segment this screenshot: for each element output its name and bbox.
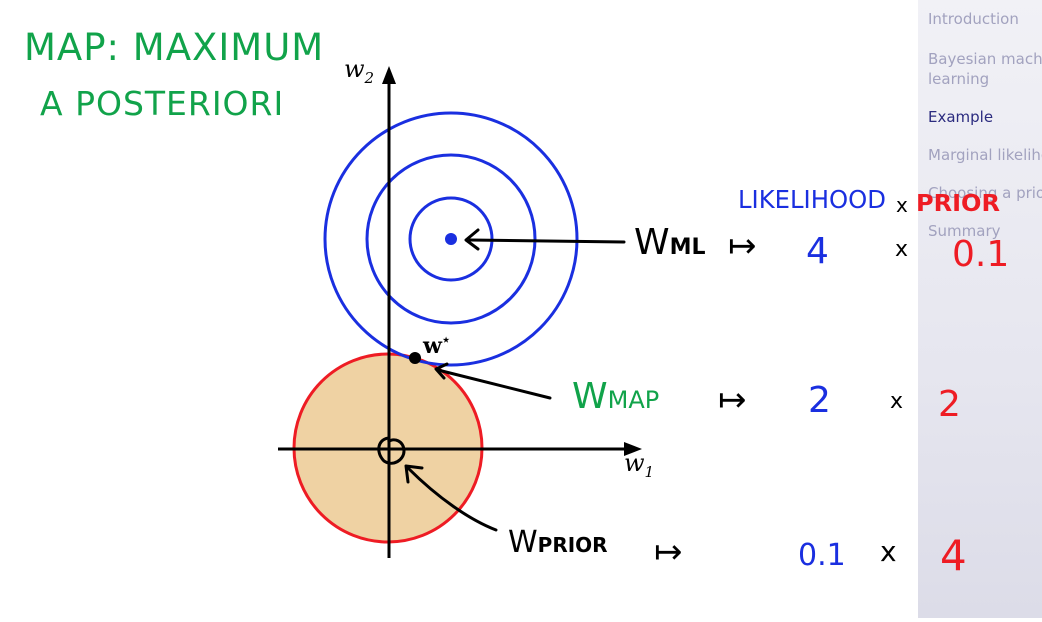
sidebar-item-marginal-likelihood[interactable]: Marginal likelihood [928, 146, 1042, 164]
slide-canvas: MAP: MAXIMUM A POSTERIORI w2 w1 w⋆ LIKEL… [24, 26, 908, 573]
w-star-label: w⋆ [422, 333, 450, 359]
row-prior-label: WPRIOR [508, 525, 608, 560]
row-map-times: x [890, 389, 903, 414]
header-times: x [896, 193, 908, 217]
sidebar-item-bayesian-ml-line2: learning [928, 70, 990, 88]
likelihood-contour-middle [365, 153, 537, 325]
w-star-point [409, 352, 421, 364]
title-line-1: MAP: MAXIMUM [24, 26, 324, 69]
x-axis-label: w1 [624, 449, 654, 481]
sidebar-nav: Introduction Bayesian machine learning E… [918, 0, 1042, 618]
arrow-to-map [436, 368, 552, 400]
sidebar-item-bayesian-ml[interactable]: Bayesian machine learning [928, 49, 1042, 89]
row-map-arrow: ↦ [718, 380, 747, 420]
row-ml-arrow: ↦ [728, 226, 757, 266]
arrow-to-ml-head [464, 228, 480, 251]
sidebar-item-example[interactable]: Example [928, 108, 994, 126]
arrow-to-prior-head [404, 464, 424, 484]
row-ml-times: x [895, 237, 908, 262]
row-ml-likelihood: 4 [806, 231, 829, 272]
likelihood-contour-outer [323, 111, 579, 367]
ml-point [445, 233, 457, 245]
row-map-likelihood: 2 [808, 380, 831, 421]
sidebar-item-introduction[interactable]: Introduction [928, 10, 1019, 28]
row-prior-arrow: ↦ [654, 532, 683, 572]
sidebar-item-choosing-prior[interactable]: Choosing a prior [928, 184, 1042, 202]
title-line-2: A POSTERIORI [40, 84, 284, 123]
row-map-label: WMAP [572, 376, 659, 417]
x-axis-arrowhead [624, 442, 642, 456]
row-prior-times: x [880, 535, 897, 568]
header-likelihood: LIKELIHOOD [738, 185, 886, 214]
diagram-svg: MAP: MAXIMUM A POSTERIORI w2 w1 w⋆ LIKEL… [24, 26, 908, 573]
arrow-to-map-head [434, 362, 449, 380]
sidebar-item-summary[interactable]: Summary [928, 222, 1001, 240]
row-prior-likelihood: 0.1 [798, 538, 846, 573]
arrow-to-ml [468, 238, 626, 244]
sidebar-item-bayesian-ml-line1: Bayesian machine [928, 50, 1042, 68]
y-axis-arrowhead [382, 66, 396, 84]
prior-mode-marker [377, 436, 406, 465]
y-axis-label: w2 [344, 55, 374, 87]
arrow-to-prior [406, 466, 498, 532]
row-ml-label: WML [634, 222, 706, 263]
